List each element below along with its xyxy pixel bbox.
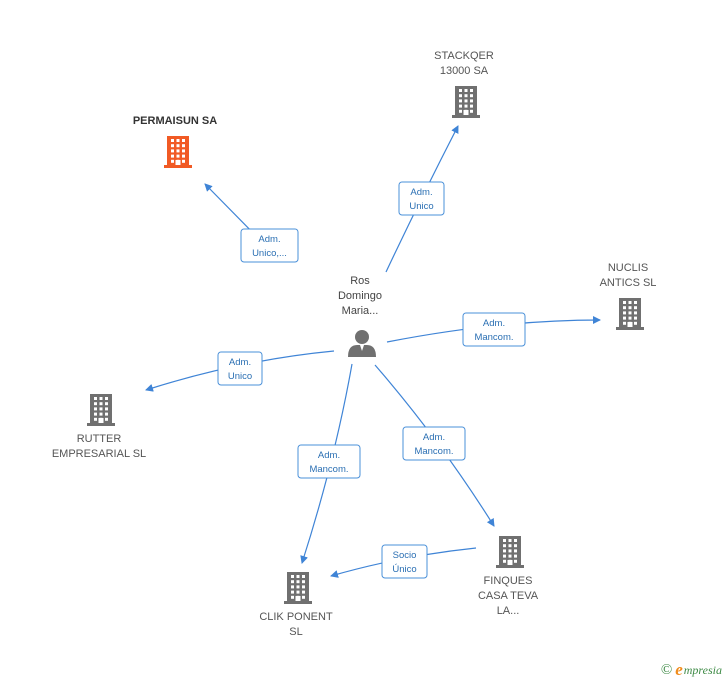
company-name-label: CLIK PONENT xyxy=(259,611,333,623)
relation-label-box[interactable] xyxy=(297,444,361,479)
person-name-label: Maria... xyxy=(342,305,379,317)
relation-label-text: Único xyxy=(392,564,416,575)
company-node-rutter[interactable]: RUTTER EMPRESARIAL SL xyxy=(52,394,146,460)
building-icon xyxy=(616,298,644,330)
relation-label-text: Unico xyxy=(409,201,433,212)
person-name-label: Ros xyxy=(350,275,370,287)
relation-edge-center-to-rutter: Adm. Unico xyxy=(145,350,335,392)
relation-edge-center-to-clik: Adm. Mancom. xyxy=(297,363,361,564)
brand-logo-initial: e xyxy=(675,660,683,679)
person-node[interactable]: RosDomingoMaria... xyxy=(338,275,382,357)
building-icon xyxy=(496,536,524,568)
relation-label-text: Mancom. xyxy=(414,446,453,457)
company-name-label: PERMAISUN SA xyxy=(133,115,217,127)
company-name-label: ANTICS SL xyxy=(600,277,657,289)
person-icon xyxy=(348,330,376,357)
relation-label-box[interactable] xyxy=(402,426,466,461)
brand-footer: © e mpresia xyxy=(661,660,722,680)
company-name-label: FINQUES xyxy=(484,575,533,587)
relation-label-text: Unico,... xyxy=(252,248,287,259)
relation-label-text: Adm. xyxy=(258,234,280,245)
company-name-label: 13000 SA xyxy=(440,65,489,77)
relation-label-text: Adm. xyxy=(483,318,505,329)
company-name-label: NUCLIS xyxy=(608,262,648,274)
company-name-label: RUTTER xyxy=(77,433,122,445)
building-icon xyxy=(164,136,192,168)
company-node-stackqer[interactable]: STACKQER 13000 SA xyxy=(434,50,494,118)
brand-logo-text: mpresia xyxy=(683,662,722,677)
person-name-label: Domingo xyxy=(338,290,382,302)
relation-label-box[interactable] xyxy=(217,351,263,386)
company-name-label: SL xyxy=(289,626,302,638)
company-name-label: LA... xyxy=(497,605,520,617)
company-node-clik[interactable]: CLIK PONENT SL xyxy=(259,572,333,638)
relation-label-box[interactable] xyxy=(381,544,428,579)
relation-label-text: Socio xyxy=(393,550,417,561)
company-name-label: EMPRESARIAL SL xyxy=(52,448,146,460)
relation-edge-center-to-permaisun: Adm. Unico,... xyxy=(204,183,299,263)
relation-label-text: Mancom. xyxy=(474,332,513,343)
company-node-finques[interactable]: FINQUES CASA TEVA LA... xyxy=(478,536,539,617)
relation-label-box[interactable] xyxy=(240,228,299,263)
relation-label-text: Adm. xyxy=(410,187,432,198)
relation-label-box[interactable] xyxy=(462,312,526,347)
relation-label-text: Adm. xyxy=(229,357,251,368)
relation-edge-center-to-nuclis: Adm. Mancom. xyxy=(386,312,601,347)
relation-label-text: Unico xyxy=(228,371,252,382)
relation-edge-center-to-finques: Adm. Mancom. xyxy=(374,364,495,527)
relation-label-text: Mancom. xyxy=(309,464,348,475)
relation-edge-center-to-stackqer: Adm. Unico xyxy=(385,125,459,273)
building-icon xyxy=(284,572,312,604)
relation-label-box[interactable] xyxy=(398,181,445,216)
company-name-label: STACKQER xyxy=(434,50,494,62)
company-node-nuclis[interactable]: NUCLIS ANTICS SL xyxy=(600,262,657,330)
copyright-icon: © xyxy=(660,661,673,678)
company-node-permaisun[interactable]: PERMAISUN SA xyxy=(133,115,217,168)
building-icon xyxy=(87,394,115,426)
relation-label-text: Adm. xyxy=(318,450,340,461)
relation-label-text: Adm. xyxy=(423,432,445,443)
building-icon xyxy=(452,86,480,118)
company-name-label: CASA TEVA xyxy=(478,590,539,602)
